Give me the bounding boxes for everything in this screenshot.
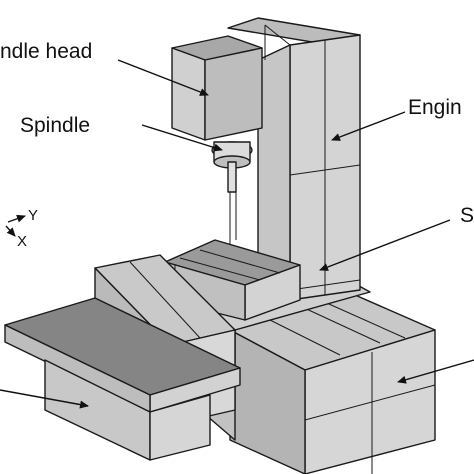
arrow-s [319, 219, 451, 271]
arrow-spindle-head [117, 59, 209, 96]
column [227, 17, 361, 301]
axis-label-y: Y [28, 207, 38, 224]
axis-label-x: X [17, 233, 27, 250]
label-engine: Engin [408, 96, 462, 119]
label-spindle: Spindle [20, 114, 90, 137]
arrow-right-lower [397, 359, 474, 384]
label-arrows [0, 59, 474, 409]
label-s: S [460, 204, 474, 227]
arrow-spindle [141, 124, 223, 152]
x-axis-arrow [5, 225, 16, 237]
spindle [211, 141, 253, 245]
y-axis-arrow [7, 214, 26, 223]
arrow-left-lower [0, 389, 89, 409]
label-spindle-head: ndle head [0, 40, 92, 63]
machine-base [229, 294, 436, 474]
arrow-engine [331, 111, 406, 141]
spindle-head [171, 35, 263, 141]
axis-indicator: Y X [5, 207, 38, 250]
front-platform [4, 297, 241, 461]
